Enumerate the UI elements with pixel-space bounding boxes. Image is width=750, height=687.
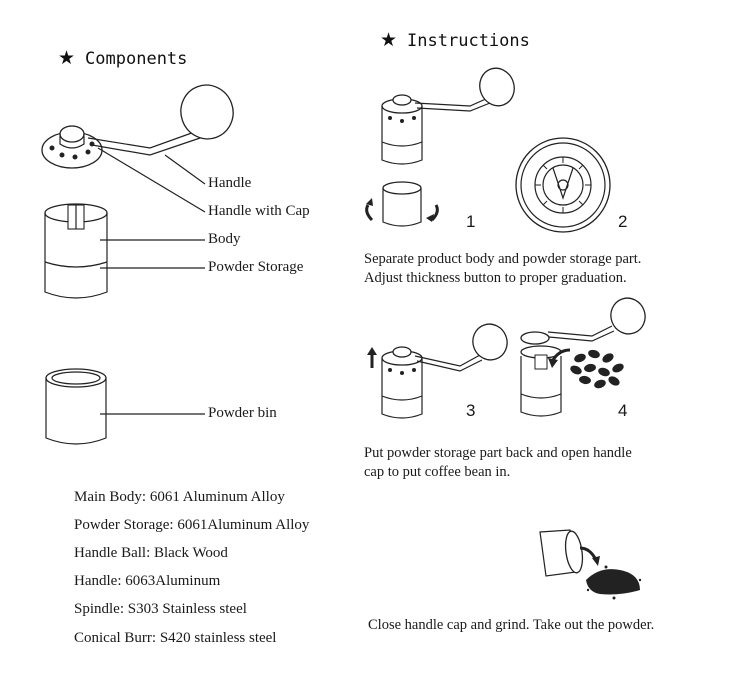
step2-illustration: [515, 137, 611, 233]
spec-item: Handle: 6063Aluminum: [74, 573, 221, 589]
spec-item: Main Body: 6061 Aluminum Alloy: [74, 489, 285, 505]
spec-item: Handle Ball: Black Wood: [74, 545, 228, 561]
label-handle-with-cap: Handle with Cap: [208, 203, 310, 219]
instructions-heading: ★Instructions: [380, 29, 530, 51]
step3-illustration: [367, 323, 508, 419]
spec-item: Powder Storage: 6061Aluminum Alloy: [74, 517, 310, 533]
label-powder-bin: Powder bin: [208, 405, 277, 421]
star-icon: ★: [380, 29, 398, 51]
spec-item: Conical Burr: S420 stainless steel: [74, 630, 277, 646]
label-body: Body: [208, 231, 241, 247]
powder-bin-illustration: [45, 368, 107, 445]
label-handle: Handle: [208, 175, 252, 191]
components-heading: ★Components: [58, 47, 188, 69]
step4-illustration: [520, 297, 646, 417]
spec-item: Spindle: S303 Stainless steel: [74, 601, 247, 617]
handle-cap-illustration: [41, 84, 234, 169]
step-number-1: 1: [466, 212, 476, 231]
step1-illustration: [365, 67, 515, 227]
body-illustration: [44, 203, 108, 299]
star-icon: ★: [58, 47, 76, 69]
label-powder-storage: Powder Storage: [208, 259, 304, 275]
caption-steps-1-2: Separate product body and powder storage…: [364, 251, 642, 286]
step-number-2: 2: [618, 212, 628, 231]
caption-steps-3-4: Put powder storage part back and open ha…: [364, 445, 632, 480]
step-number-4: 4: [618, 401, 628, 420]
step-number-3: 3: [466, 401, 476, 420]
final-step-illustration: [539, 529, 642, 600]
caption-final-step: Close handle cap and grind. Take out the…: [368, 617, 655, 633]
